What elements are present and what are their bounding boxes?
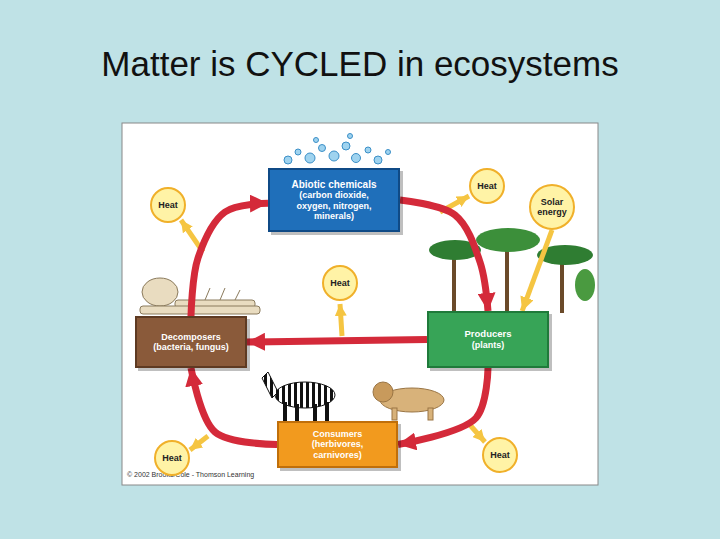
bubbles xyxy=(284,134,391,165)
node-detail: (herbivores, carnivores) xyxy=(291,439,384,460)
heat-circle: Heat xyxy=(482,437,518,473)
zebra xyxy=(262,372,335,421)
cycle-arrow xyxy=(400,200,488,311)
cycle-arrow xyxy=(398,368,488,445)
cycle-arrow xyxy=(247,340,427,343)
node-detail: (plants) xyxy=(472,340,505,350)
title: Matter is CYCLED in ecosystems xyxy=(0,44,720,84)
lion xyxy=(373,382,444,420)
node-heading: Abiotic chemicals xyxy=(291,179,376,191)
panel xyxy=(122,123,598,485)
decomposer-box: Decomposers(bacteria, fungus) xyxy=(135,316,247,368)
node-heading: Producers xyxy=(465,329,512,340)
node-detail: (bacteria, fungus) xyxy=(153,342,229,352)
node-heading: Heat xyxy=(477,181,497,191)
node-heading: Decomposers xyxy=(161,332,221,342)
heat-circle: Heat xyxy=(322,265,358,301)
copyright-note: © 2002 Brooks/Cole - Thomson Learning xyxy=(127,471,254,478)
abiotic-box: Abiotic chemicals(carbon dioxide, oxygen… xyxy=(268,168,400,232)
trees xyxy=(429,228,595,313)
heat-circle: Heat xyxy=(469,168,505,204)
solar-circle: Solar energy xyxy=(529,184,575,230)
node-heading: Heat xyxy=(330,278,350,288)
node-heading: Consumers xyxy=(313,429,363,439)
cycle-arrow xyxy=(191,203,268,316)
node-detail: (carbon dioxide, oxygen, nitrogen, miner… xyxy=(282,190,386,221)
node-heading: Heat xyxy=(162,453,182,463)
heat-circle: Heat xyxy=(154,440,190,476)
node-heading: Heat xyxy=(158,200,178,210)
node-heading: Solar energy xyxy=(533,197,571,218)
cycle-arrow xyxy=(191,368,277,445)
consumer-box: Consumers(herbivores, carnivores) xyxy=(277,421,398,468)
heat-circle: Heat xyxy=(150,187,186,223)
energy-arrow xyxy=(522,230,552,311)
skeleton xyxy=(140,278,260,314)
producer-box: Producers(plants) xyxy=(427,311,549,368)
node-heading: Heat xyxy=(490,450,510,460)
